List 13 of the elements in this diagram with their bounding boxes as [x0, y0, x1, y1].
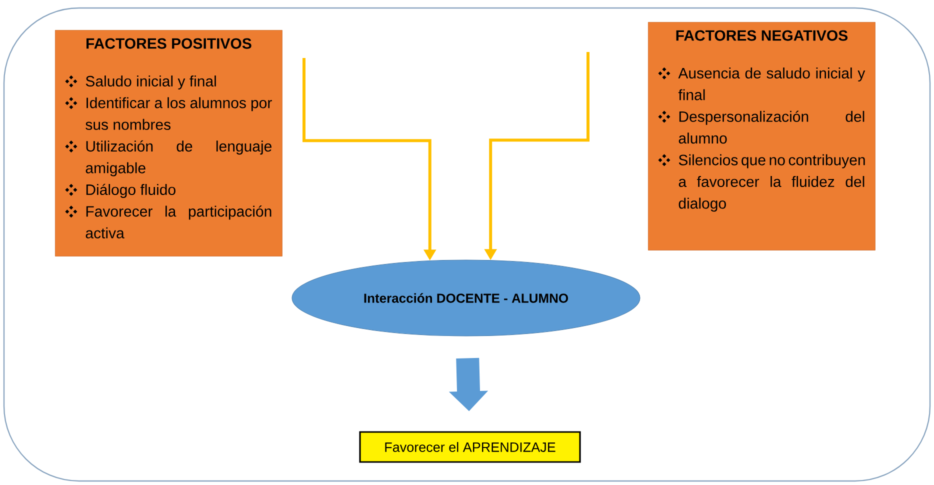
bullet-item: Saludo inicial y final	[65, 75, 216, 90]
bullet-item: Ausencia de saludo inicial y final	[658, 67, 866, 100]
bullet-item: Identificar a los alumnos por sus nombres	[65, 97, 272, 130]
box-heading: FACTORES POSITIVOS	[86, 38, 252, 49]
bullet-item: Utilización de lenguaje amigable	[65, 140, 272, 176]
factor-box	[55, 30, 282, 256]
bullet-item: Diálogo fluido	[65, 184, 176, 198]
bullet-item: Favorecer la participación activa	[65, 206, 272, 238]
factor-box	[648, 22, 876, 250]
bullet-item: Silencios que no contribuyen a favorecer la fluidez del dialogo	[658, 154, 865, 212]
box-heading: FACTORES NEGATIVOS	[676, 30, 848, 41]
result-box: Favorecer el APRENDIZAJE	[359, 431, 581, 463]
bullet-item: Despersonalización del alumno	[658, 110, 864, 144]
